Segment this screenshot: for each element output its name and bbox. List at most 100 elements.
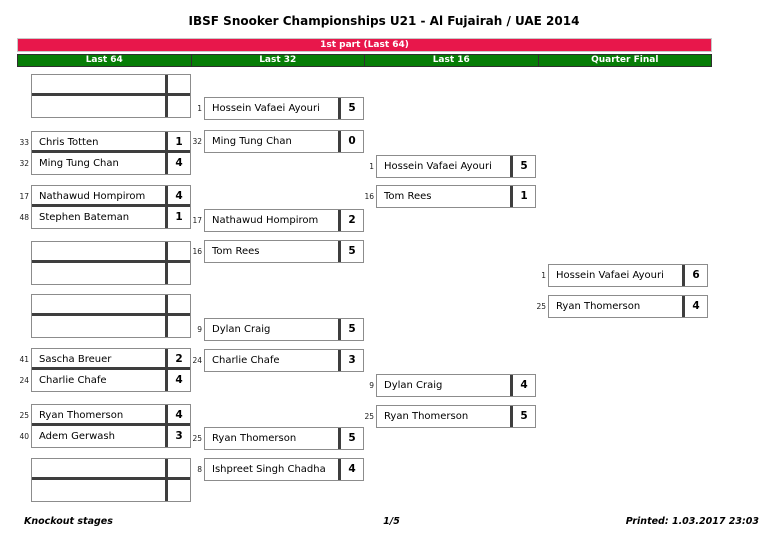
match-pair — [31, 74, 191, 118]
footer-page-number: 1/5 — [383, 516, 400, 527]
match-pair — [31, 458, 191, 502]
round-header-quarter-final: Quarter Final — [538, 54, 712, 67]
player-score: 4 — [175, 374, 183, 386]
player-seed: 32 — [19, 159, 29, 168]
player-row: 32 Ming Tung Chan 4 — [19, 153, 190, 174]
player-name: Tom Rees — [205, 241, 341, 262]
player-score: 1 — [175, 211, 183, 223]
footer-section-label: Knockout stages — [24, 516, 113, 527]
player-seed: 41 — [19, 355, 29, 364]
player-seed: 32 — [192, 137, 202, 146]
player-name: Ryan Thomerson — [205, 428, 341, 449]
tournament-title: IBSF Snooker Championships U21 - Al Fuja… — [188, 14, 580, 28]
player-score: 5 — [348, 323, 356, 335]
player-name: Ryan Thomerson — [32, 405, 168, 423]
player-name — [32, 263, 168, 284]
player-seed: 33 — [19, 138, 29, 147]
player-score: 5 — [520, 410, 528, 422]
player-name: Hossein Vafaei Ayouri — [549, 265, 685, 286]
player-seed: 16 — [192, 247, 202, 256]
player-row — [32, 480, 190, 501]
match-pair — [31, 294, 191, 338]
player-score: 5 — [348, 102, 356, 114]
player-name: Adem Gerwash — [32, 426, 168, 447]
player-row — [32, 75, 190, 96]
player-seed: 24 — [192, 356, 202, 365]
player-name: Nathawud Hompirom — [32, 186, 168, 204]
winner-box: 1 Hossein Vafaei Ayouri 5 — [197, 97, 364, 120]
player-row: 24 Charlie Chafe 4 — [19, 370, 190, 391]
player-score: 4 — [520, 379, 528, 391]
player-seed: 40 — [19, 432, 29, 441]
player-name: Nathawud Hompirom — [205, 210, 341, 231]
player-row — [32, 316, 190, 337]
footer-printed-timestamp: Printed: 1.03.2017 23:03 — [625, 516, 759, 527]
player-score: 2 — [175, 353, 183, 365]
player-seed: 24 — [19, 376, 29, 385]
player-name — [32, 75, 168, 93]
player-seed: 8 — [197, 465, 202, 474]
player-row — [32, 295, 190, 316]
player-score: 5 — [348, 432, 356, 444]
winner-box: 8 Ishpreet Singh Chadha 4 — [197, 458, 364, 481]
player-name: Chris Totten — [32, 132, 168, 150]
player-seed: 25 — [536, 302, 546, 311]
player-name: Dylan Craig — [205, 319, 341, 340]
winner-box: 32 Ming Tung Chan 0 — [192, 130, 364, 153]
player-name: Tom Rees — [377, 186, 513, 207]
player-score: 1 — [520, 190, 528, 202]
match-pair: 41 Sascha Breuer 2 24 Charlie Chafe 4 — [19, 348, 191, 392]
winner-box: 25 Ryan Thomerson 4 — [536, 295, 708, 318]
winner-box: 16 Tom Rees 1 — [364, 185, 536, 208]
player-row: 33 Chris Totten 1 — [19, 132, 190, 153]
player-seed: 17 — [192, 216, 202, 225]
player-row: 41 Sascha Breuer 2 — [19, 349, 190, 370]
player-score: 6 — [692, 269, 700, 281]
player-seed: 1 — [197, 104, 202, 113]
winner-box: 1 Hossein Vafaei Ayouri 6 — [541, 264, 708, 287]
player-name — [32, 242, 168, 260]
stage-banner: 1st part (Last 64) — [17, 38, 712, 52]
player-seed: 9 — [197, 325, 202, 334]
player-row: 25 Ryan Thomerson 4 — [19, 405, 190, 426]
winner-box: 16 Tom Rees 5 — [192, 240, 364, 263]
player-name — [32, 295, 168, 313]
player-seed: 1 — [369, 162, 374, 171]
player-name — [32, 96, 168, 117]
player-row: 40 Adem Gerwash 3 — [19, 426, 190, 447]
player-score: 3 — [348, 354, 356, 366]
player-score: 4 — [175, 157, 183, 169]
player-row — [32, 242, 190, 263]
player-name: Sascha Breuer — [32, 349, 168, 367]
player-score: 5 — [520, 160, 528, 172]
player-row — [32, 459, 190, 480]
player-score: 4 — [175, 409, 183, 421]
player-row — [32, 263, 190, 284]
player-score: 3 — [175, 430, 183, 442]
round-header-last-32: Last 32 — [191, 54, 365, 67]
player-score: 0 — [348, 135, 356, 147]
player-name — [32, 480, 168, 501]
round-header-last-64: Last 64 — [17, 54, 192, 67]
winner-box: 24 Charlie Chafe 3 — [192, 349, 364, 372]
player-score: 1 — [175, 136, 183, 148]
player-score — [168, 75, 190, 93]
winner-box: 25 Ryan Thomerson 5 — [364, 405, 536, 428]
player-name: Ishpreet Singh Chadha — [205, 459, 341, 480]
winner-box: 9 Dylan Craig 4 — [369, 374, 536, 397]
page-footer: Knockout stages 1/5 Printed: 1.03.2017 2… — [24, 516, 759, 529]
match-pair: 25 Ryan Thomerson 4 40 Adem Gerwash 3 — [19, 404, 191, 448]
player-name: Ming Tung Chan — [205, 131, 341, 152]
player-seed: 25 — [364, 412, 374, 421]
player-name: Hossein Vafaei Ayouri — [377, 156, 513, 177]
player-name: Stephen Bateman — [32, 207, 168, 228]
player-name: Charlie Chafe — [32, 370, 168, 391]
winner-box: 17 Nathawud Hompirom 2 — [192, 209, 364, 232]
player-name: Charlie Chafe — [205, 350, 341, 371]
player-name — [32, 316, 168, 337]
player-name: Ming Tung Chan — [32, 153, 168, 174]
player-seed: 25 — [192, 434, 202, 443]
player-seed: 48 — [19, 213, 29, 222]
player-row: 17 Nathawud Hompirom 4 — [19, 186, 190, 207]
